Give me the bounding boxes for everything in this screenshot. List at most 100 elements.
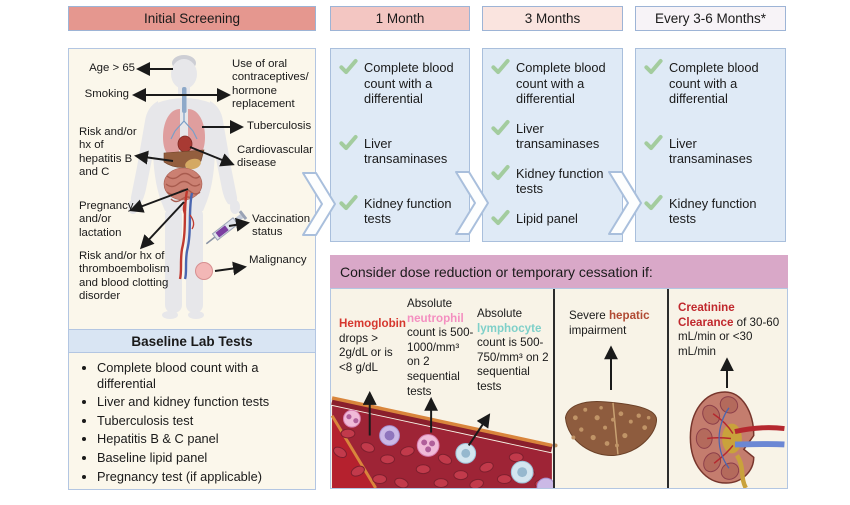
checkmark-icon [644,193,663,212]
baseline-lab-tests-header: Baseline Lab Tests [69,329,315,353]
risk-label-age: Age > 65 [89,62,135,74]
trachea-icon [182,87,187,113]
risk-label-vaccination: Vaccination status [252,213,311,239]
ureter-icon [734,454,748,488]
blood-vessel-illustration [331,390,553,488]
artery-icon [178,190,189,280]
blood-criteria-section: Hemoglobin drops > 2g/dL or is <8 g/dL A… [331,289,553,488]
malignancy-lump-icon [195,262,213,280]
timeline-header-every-3-6-months: Every 3-6 Months* [635,6,786,31]
baseline-test-item: Liver and kidney function tests [97,394,311,410]
baseline-test-item: Pregnancy test (if applicable) [97,469,311,485]
risk-label-oral-contraceptives: Use of oral contraceptives/ hormone repl… [232,58,309,111]
monitoring-test-item: Liver transaminases [644,133,781,167]
liver-criteria-section: Severe hepatic impairment [555,289,667,488]
test-label: Complete blood count with a differential [364,60,454,107]
checkmark-icon [339,57,358,76]
neutrophil-cell-icon [416,434,440,457]
risk-factor-diagram: Age > 65 Smoking Risk and/or hx of hepat… [69,49,315,329]
dose-reduction-content: Hemoglobin drops > 2g/dL or is <8 g/dL A… [330,288,788,489]
monitoring-column-every-3-6-months: Complete blood count with a differential… [635,48,786,242]
criterion-highlight: hepatic [608,309,650,322]
timeline-header-initial-screening: Initial Screening [68,6,316,31]
intestines-icon [163,167,203,201]
dose-reduction-panel: Consider dose reduction or temporary ces… [330,255,788,489]
risk-label-smoking: Smoking [84,88,129,100]
monitoring-test-item: Complete blood count with a differential [644,57,781,107]
criterion-hepatic: Severe hepatic impairment [569,309,650,337]
test-label: Kidney function tests [669,195,757,227]
organs-illustration [163,87,248,280]
pointer-arrows [362,390,491,446]
timeline-header-label: Initial Screening [143,11,241,26]
human-body-illustration [128,55,250,319]
checkmark-icon [644,57,663,76]
risk-label-pregnancy: Pregnancy and/or lactation [79,200,134,239]
monitoring-test-item: Liver transaminases [491,118,618,152]
test-label: Complete blood count with a differential [669,60,759,107]
monitoring-column-3-months: Complete blood count with a differential… [482,48,623,242]
risk-label-hepatitis: Risk and/or hx of hepatitis B and C [79,126,137,179]
test-label: Liver transaminases [364,135,448,167]
risk-label-cardiovascular: Cardiovascular disease [237,144,313,170]
dose-reduction-header: Consider dose reduction or temporary ces… [330,255,788,288]
criterion-highlight: neutrophil [407,311,464,325]
test-label: Kidney function tests [364,195,452,227]
kidney-criteria-section: Creatinine Clearance of 30-60 mL/min or … [669,289,786,488]
checkmark-icon [491,118,510,137]
risk-label-thromboembolism: Risk and/or hx of thromboembolism and bl… [79,250,170,303]
monitoring-test-item: Complete blood count with a differential [339,57,465,107]
timeline-header-label: 3 Months [524,11,581,26]
baseline-test-item: Tuberculosis test [97,413,311,429]
red-blood-cells [333,428,550,488]
criterion-highlight: Creatinine Clearance [678,301,735,329]
white-blood-cells [342,409,553,488]
checkmark-icon [491,208,510,227]
checkmark-icon [339,193,358,212]
initial-screening-panel: Age > 65 Smoking Risk and/or hx of hepat… [68,48,316,490]
monitoring-test-item: Kidney function tests [339,193,465,227]
criterion-highlight: Hemoglobin [339,317,406,330]
vein-icon [183,192,194,280]
checkmark-icon [644,133,663,152]
test-label: Liver transaminases [516,120,600,152]
risk-label-malignancy: Malignancy [249,254,307,266]
checkmark-icon [491,57,510,76]
timeline-header-label: 1 Month [375,11,425,26]
left-lung-icon [163,109,180,157]
timeline-header-label: Every 3-6 Months* [654,11,767,26]
baseline-test-item: Complete blood count with a differential [97,360,311,391]
heart-icon [177,135,193,153]
chevron-right-icon [608,171,642,235]
criterion-neutrophil: Absolute neutrophil count is 500-1000/mm… [407,297,474,398]
baseline-lab-tests-list: Complete blood count with a differential… [69,353,315,489]
criterion-lymphocyte: Absolute lymphocyte count is 500-750/mm³… [477,307,549,393]
test-label: Complete blood count with a differential [516,60,606,107]
monitoring-test-item: Lipid panel [491,208,618,227]
criterion-hemoglobin: Hemoglobin drops > 2g/dL or is <8 g/dL [339,317,406,374]
criterion-creatinine: Creatinine Clearance of 30-60 mL/min or … [678,301,780,358]
chevron-right-icon [302,172,336,236]
annotation-arrows [129,62,250,276]
monitoring-test-item: Kidney function tests [644,193,781,227]
test-label: Liver transaminases [669,135,753,167]
baseline-test-item: Baseline lipid panel [97,450,311,466]
timeline-header-1-month: 1 Month [330,6,470,31]
timeline-header-3-months: 3 Months [482,6,623,31]
renal-pyramids [695,396,740,480]
section-divider [667,289,669,488]
stomach-icon [185,158,201,170]
liver-illustration [555,345,658,456]
test-label: Kidney function tests [516,165,604,197]
checkmark-icon [491,163,510,182]
test-label: Lipid panel [516,210,578,226]
monitoring-test-item: Kidney function tests [491,163,618,197]
criterion-highlight: lymphocyte [477,321,542,335]
monitoring-test-item: Complete blood count with a differential [491,57,618,107]
baseline-test-item: Hepatitis B & C panel [97,431,311,447]
kidney-illustration [689,357,785,488]
syringe-icon [205,210,248,245]
liver-nodules [555,406,651,448]
monitoring-column-1-month: Complete blood count with a differential… [330,48,470,242]
